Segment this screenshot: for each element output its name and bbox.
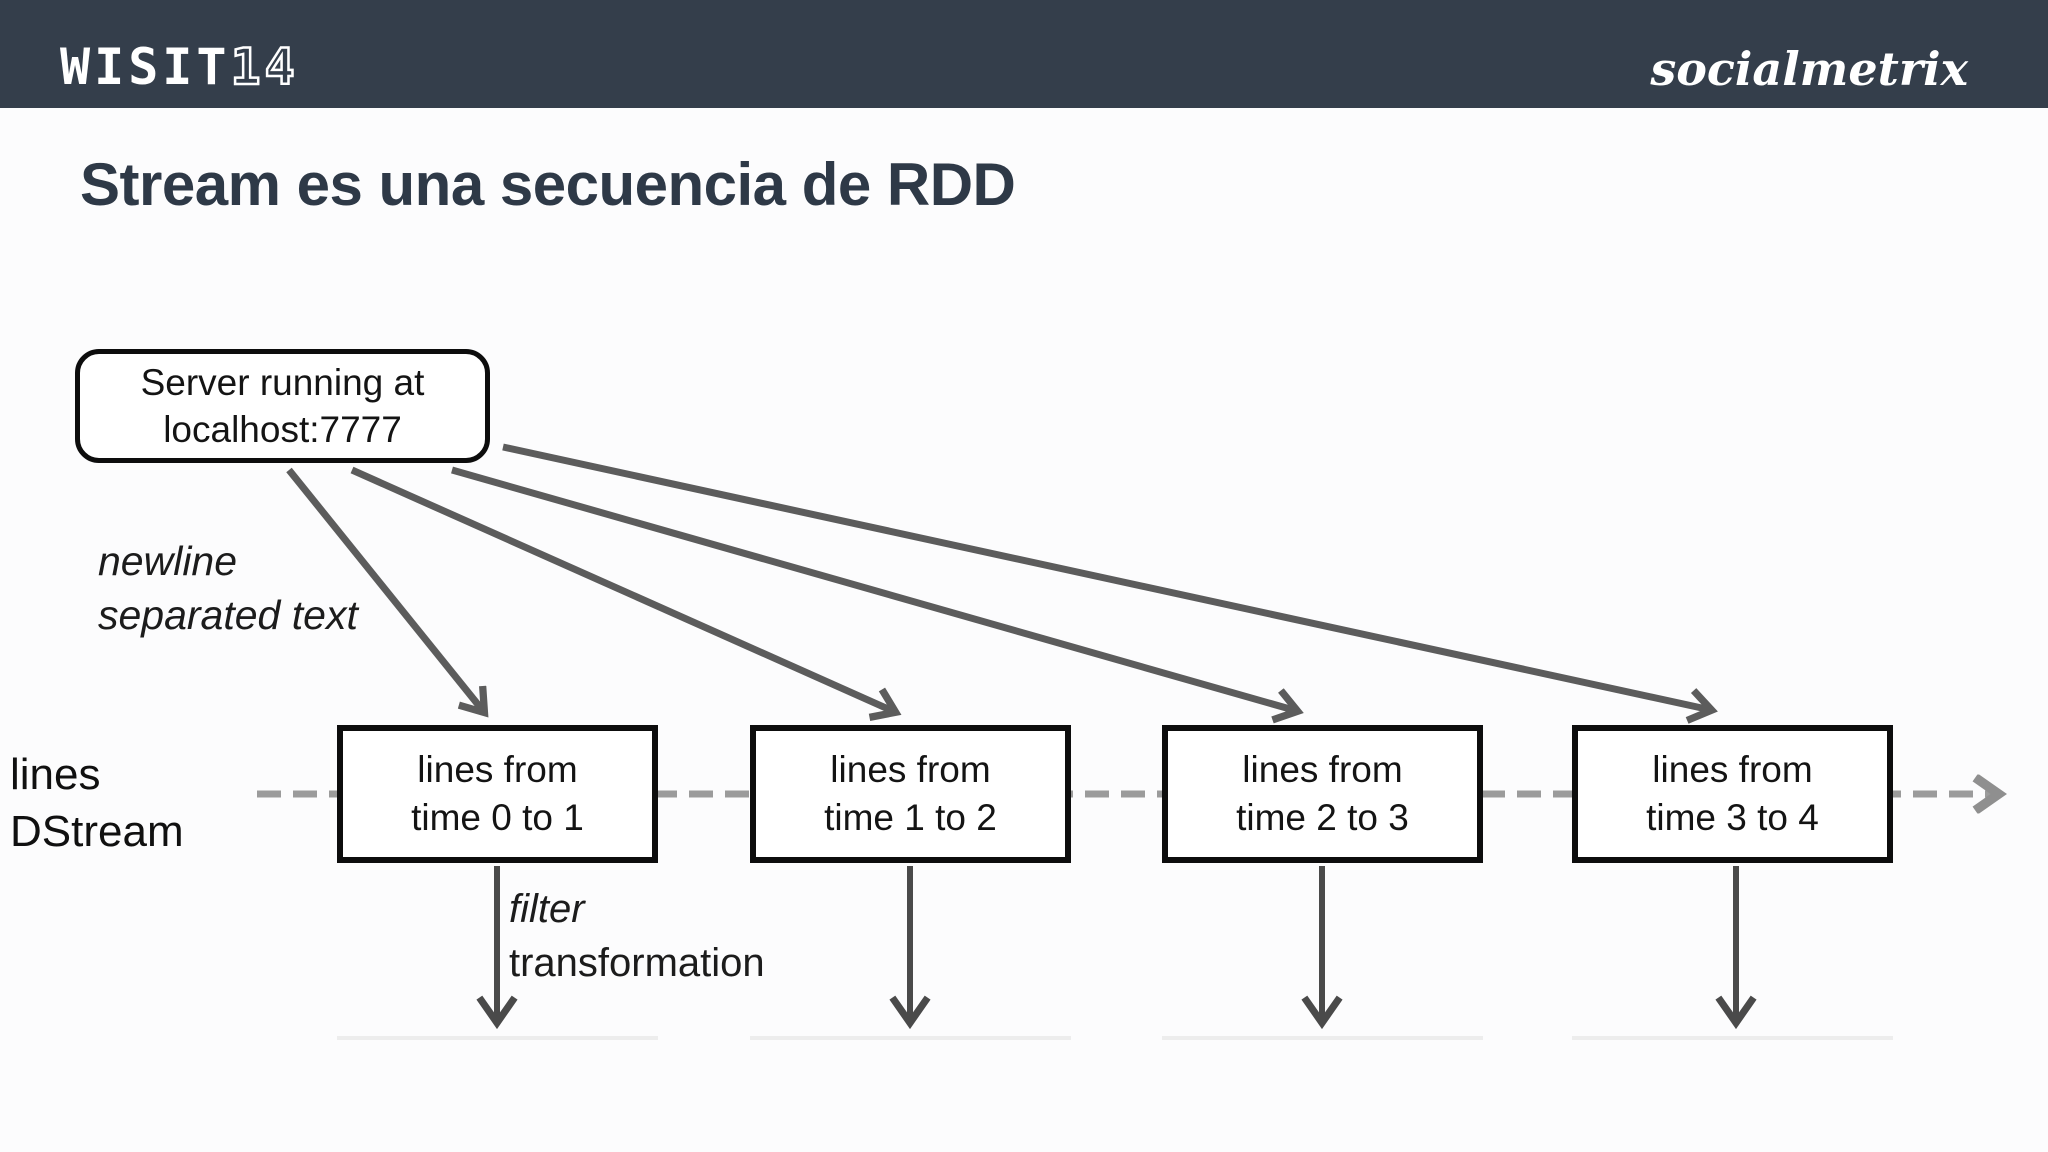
server-box-line1: Server running at: [140, 362, 425, 403]
wisit-logo-14: 14: [229, 38, 299, 96]
transform-annotation-line2: transformation: [509, 941, 765, 985]
server-box: Server running at localhost:7777: [75, 349, 490, 463]
fan-arrow-2: [350, 466, 895, 712]
transform-annotation: filter transformation: [509, 882, 765, 990]
stream-box-2-line1: lines from: [830, 749, 991, 790]
fan-arrow-1: [286, 467, 484, 712]
stream-box-1: lines from time 0 to 1: [337, 725, 658, 863]
stream-box-3: lines from time 2 to 3: [1162, 725, 1483, 863]
socialmetrix-logo: socialmetrix: [1650, 42, 1968, 96]
slide-title: Stream es una secuencia de RDD: [80, 151, 1016, 218]
fan-arrow-4: [502, 443, 1711, 710]
fan-arrow-3: [451, 466, 1297, 711]
stream-box-4-line1: lines from: [1652, 749, 1813, 790]
stream-box-4: lines from time 3 to 4: [1572, 725, 1893, 863]
stream-box-3-line1: lines from: [1242, 749, 1403, 790]
transform-annotation-line1: filter: [509, 887, 585, 931]
input-annotation-line1: newline: [98, 538, 238, 584]
stream-box-2-line2: time 1 to 2: [824, 797, 997, 838]
dstream-label-line1: lines: [10, 750, 101, 799]
dstream-label-line2: DStream: [10, 807, 184, 856]
stream-box-1-line2: time 0 to 1: [411, 797, 584, 838]
stream-box-4-line2: time 3 to 4: [1646, 797, 1819, 838]
wisit-logo-text: WISIT: [60, 38, 231, 96]
stream-box-2: lines from time 1 to 2: [750, 725, 1071, 863]
dstream-label: lines DStream: [10, 746, 184, 860]
input-annotation-line2: separated text: [98, 592, 358, 638]
stream-box-1-line1: lines from: [417, 749, 578, 790]
server-box-line2: localhost:7777: [163, 409, 402, 450]
stream-box-3-line2: time 2 to 3: [1236, 797, 1409, 838]
input-annotation: newline separated text: [98, 534, 358, 642]
